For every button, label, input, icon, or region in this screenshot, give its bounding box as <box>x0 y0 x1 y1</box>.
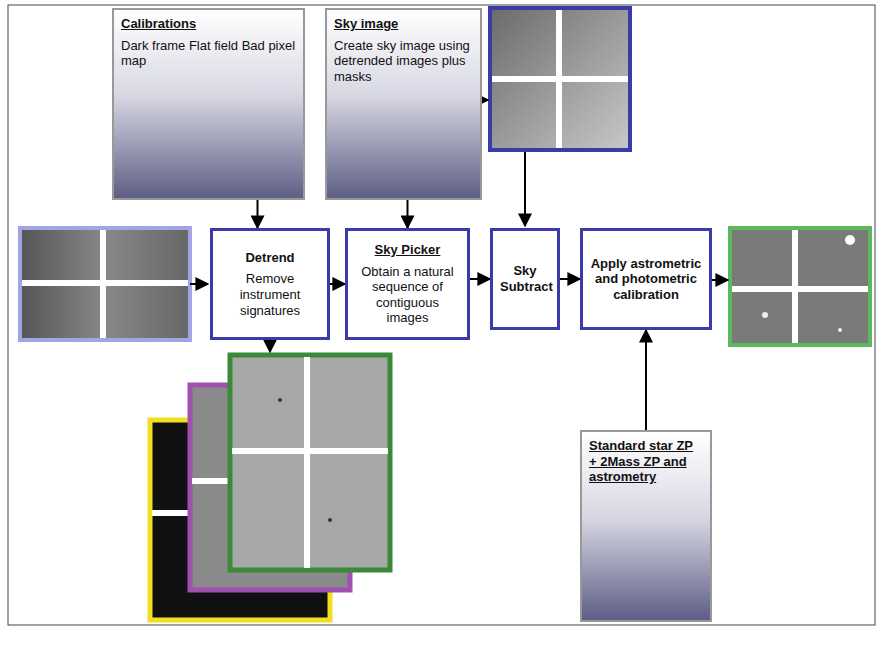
body: Dark frame Flat field Bad pixel map <box>121 38 296 69</box>
stacked-images <box>150 355 390 620</box>
process-box: DetrendRemove instrument signatures <box>210 228 330 340</box>
heading: Sky Picker <box>355 242 460 258</box>
heading: Detrend <box>220 250 320 266</box>
process-box: Sky Subtract <box>490 228 560 330</box>
heading: Apply astrometric and photometric calibr… <box>590 256 702 303</box>
body: Obtain a natural sequence of contiguous … <box>355 264 460 326</box>
outer-frame <box>8 5 875 625</box>
flow-arrow <box>645 330 647 430</box>
reference-source: Standard star ZP + 2Mass ZP and astromet… <box>580 430 712 622</box>
heading: Calibrations <box>121 16 296 32</box>
calibrated-image <box>730 228 870 345</box>
flow-arrow <box>560 278 580 280</box>
body: Create sky image using detrended images … <box>334 38 473 85</box>
raw-image <box>20 228 190 340</box>
sky-image-source: Sky imageCreate sky image using detrende… <box>325 8 482 200</box>
flow-arrow <box>257 200 259 228</box>
heading: Sky image <box>334 16 473 32</box>
heading: Standard star ZP + 2Mass ZP and astromet… <box>589 438 703 485</box>
flow-arrow <box>407 200 409 228</box>
heading: Sky Subtract <box>500 263 550 294</box>
sky-image-picture <box>490 8 630 150</box>
body: Remove instrument signatures <box>220 271 320 318</box>
flow-arrow <box>470 278 490 280</box>
flow-arrow <box>330 283 345 285</box>
calibration-source: CalibrationsDark frame Flat field Bad pi… <box>112 8 305 200</box>
process-box: Sky PickerObtain a natural sequence of c… <box>345 228 470 340</box>
process-box: Apply astrometric and photometric calibr… <box>580 228 712 330</box>
